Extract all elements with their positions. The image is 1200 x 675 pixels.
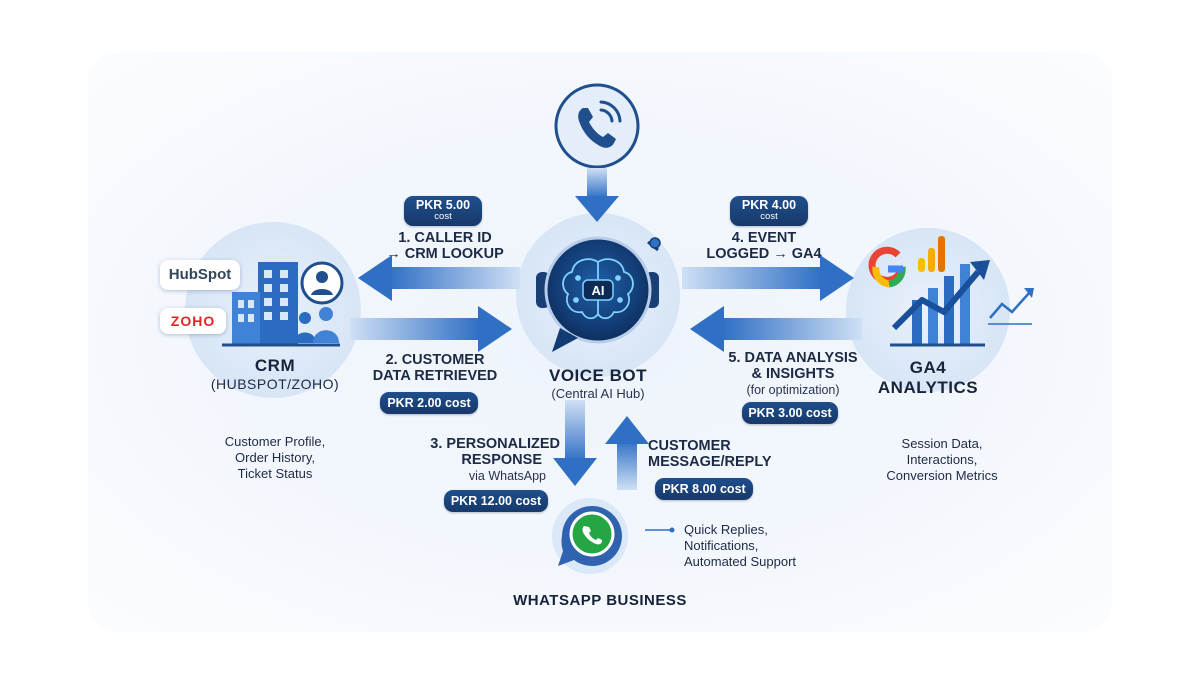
phone-call-icon xyxy=(578,100,622,148)
connector-dot xyxy=(669,527,675,533)
cost-badge-data-retrieved: PKR 2.00 cost xyxy=(380,392,478,414)
cost-badge-data-analysis: PKR 3.00 cost xyxy=(742,402,838,424)
ga4-subtitle: ANALYTICS xyxy=(877,378,979,397)
crm-title: CRM xyxy=(254,356,296,375)
flow-label-line: 5. DATA ANALYSIS xyxy=(728,350,858,366)
ga4-note-line: Session Data, xyxy=(901,436,983,451)
flow-label-line: 1. CALLER ID xyxy=(398,230,492,246)
whatsapp-note-line: Notifications, xyxy=(684,538,759,553)
flow-label-caller-id: 1. CALLER ID → CRM LOOKUP xyxy=(370,230,520,262)
arrow-phone-to-voicebot xyxy=(575,168,619,222)
zoho-logo-text: ZOHO xyxy=(170,313,216,329)
whatsapp-title: WHATSAPP BUSINESS xyxy=(513,592,687,609)
arrow-caller-id xyxy=(358,255,520,301)
whatsapp-notes: Quick Replies, Notifications, Automated … xyxy=(684,522,844,570)
flow-label-line: & INSIGHTS xyxy=(751,366,835,382)
whatsapp-icon xyxy=(552,498,628,574)
flow-label-customer-reply: CUSTOMER MESSAGE/REPLY xyxy=(648,438,778,470)
cost-amount: PKR 4.00 xyxy=(741,198,797,212)
trend-line-icon xyxy=(988,288,1034,325)
user-profile-icon xyxy=(300,261,344,305)
flow-label-line: 2. CUSTOMER xyxy=(385,352,485,368)
cost-amount: PKR 5.00 xyxy=(415,198,471,212)
whatsapp-note-line: Quick Replies, xyxy=(684,522,768,537)
phone-node xyxy=(554,83,640,169)
ga4-chart-icon xyxy=(890,260,990,347)
flow-label-line: CUSTOMER xyxy=(648,438,731,454)
cost-badge-personalized: PKR 12.00 cost xyxy=(444,490,548,512)
flow-label-event-logged: 4. EVENT LOGGED → GA4 xyxy=(694,230,834,262)
hubspot-logo: HubSpot xyxy=(160,260,240,290)
flow-label-line: DATA RETRIEVED xyxy=(372,368,498,384)
voice-bot-subtitle: (Central AI Hub) xyxy=(551,386,645,401)
cost-badge-customer-reply: PKR 8.00 cost xyxy=(655,478,753,500)
people-group-icon xyxy=(294,307,339,343)
cost-label: cost xyxy=(760,211,778,222)
cost-badge-event-logged: PKR 4.00 cost xyxy=(730,196,808,226)
ai-badge-text: AI xyxy=(592,283,605,298)
flow-label-personalized: 3. PERSONALIZED RESPONSE via WhatsApp xyxy=(410,436,560,484)
flow-label-line: RESPONSE xyxy=(461,452,542,468)
voice-bot-hub: AI xyxy=(536,236,661,352)
ga4-note-line: Interactions, xyxy=(906,452,978,467)
ga4-title: GA4 xyxy=(909,358,947,377)
crm-notes: Customer Profile, Order History, Ticket … xyxy=(195,434,355,482)
ga4-notes: Session Data, Interactions, Conversion M… xyxy=(862,436,1022,484)
crm-note-line: Customer Profile, xyxy=(224,434,326,449)
voice-bot-title: VOICE BOT xyxy=(548,366,647,385)
analytics-logo-icon xyxy=(918,236,945,272)
hubspot-logo-text: HubSpot xyxy=(168,266,232,283)
ga4-note-line: Conversion Metrics xyxy=(886,468,998,483)
arrow-data-retrieved xyxy=(350,306,512,352)
whatsapp-note-line: Automated Support xyxy=(684,554,797,569)
google-logo-icon xyxy=(868,246,906,288)
flow-label-line: LOGGED → GA4 xyxy=(706,246,822,262)
flow-label-line: 3. PERSONALIZED xyxy=(430,436,560,452)
flow-label-sub: via WhatsApp xyxy=(468,469,546,483)
cost-badge-caller-id: PKR 5.00 cost xyxy=(404,196,482,226)
flow-label-line: → CRM LOOKUP xyxy=(386,246,504,262)
crm-building-icon xyxy=(222,262,340,347)
flow-label-data-analysis: 5. DATA ANALYSIS & INSIGHTS (for optimiz… xyxy=(718,350,868,398)
flow-label-line: MESSAGE/REPLY xyxy=(648,454,772,470)
crm-note-line: Ticket Status xyxy=(237,466,313,481)
flow-label-line: 4. EVENT xyxy=(731,230,797,246)
crm-subtitle: (HUBSPOT/ZOHO) xyxy=(210,376,340,392)
arrow-customer-reply xyxy=(605,416,649,490)
cost-label: cost xyxy=(434,211,452,222)
zoho-logo: ZOHO xyxy=(160,308,226,334)
flow-label-sub: (for optimization) xyxy=(746,383,840,397)
arrow-personalized-response xyxy=(553,400,597,486)
flow-label-data-retrieved: 2. CUSTOMER DATA RETRIEVED xyxy=(355,352,515,384)
arrow-data-analysis xyxy=(690,306,862,352)
arrow-event-logged xyxy=(682,255,854,301)
crm-note-line: Order History, xyxy=(235,450,315,465)
